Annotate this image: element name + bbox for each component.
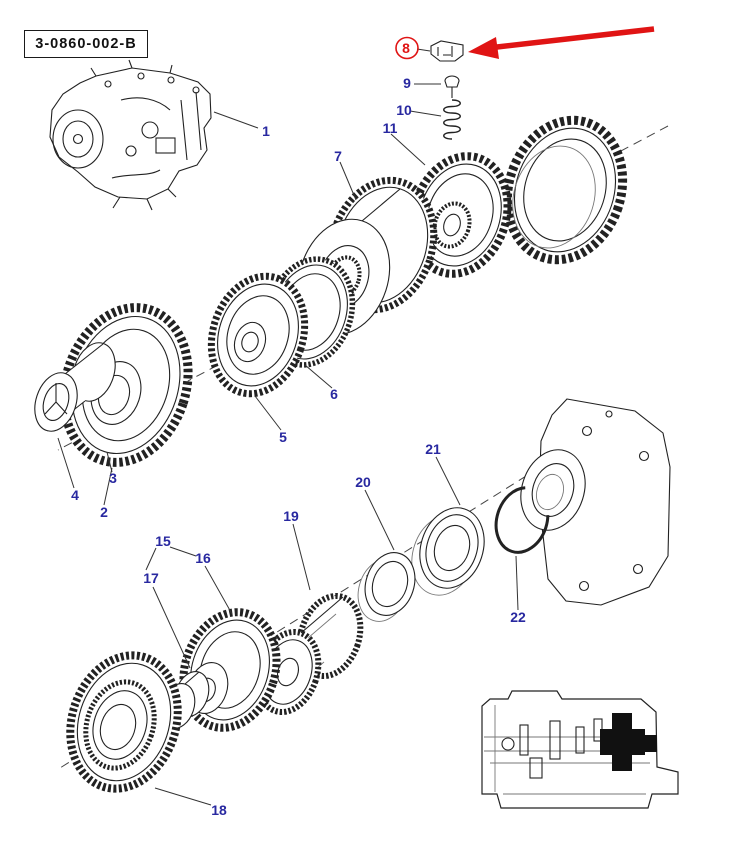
callout-1: 1 <box>262 123 270 139</box>
callout-5: 5 <box>279 429 287 445</box>
callout-19: 19 <box>283 508 299 524</box>
callout-20: 20 <box>355 474 371 490</box>
part-code-box: 3-0860-002-B <box>24 30 148 58</box>
synchro-ring-gear <box>502 115 628 265</box>
bearing-retainer-plate-drawing <box>520 398 671 606</box>
callout-16: 16 <box>195 550 211 566</box>
snap-ring-drawing <box>494 486 550 554</box>
callout-3: 3 <box>109 470 117 486</box>
leader-lines <box>57 48 519 806</box>
callout-15: 15 <box>155 533 171 549</box>
synchro-ring-18-drawing <box>66 651 182 793</box>
detent-clip-drawing <box>430 40 464 62</box>
split-bushing-drawing <box>34 342 116 432</box>
transmission-housing-drawing <box>49 59 212 211</box>
callout-11: 11 <box>382 120 398 136</box>
detent-spring-drawing <box>443 99 461 140</box>
callout-22: 22 <box>510 609 526 625</box>
callout-21: 21 <box>425 441 441 457</box>
gearbox-location-schematic <box>481 690 679 809</box>
bearing-drawing <box>411 507 485 596</box>
callout-4: 4 <box>71 487 79 503</box>
callout-7: 7 <box>334 148 342 164</box>
spacer-ring-drawing <box>357 552 416 622</box>
callout-6: 6 <box>330 386 338 402</box>
highlight-circle <box>395 36 419 60</box>
callout-9: 9 <box>403 75 411 91</box>
callout-8-highlighted: 8 <box>402 40 410 56</box>
gear-5-drawing <box>207 272 309 398</box>
highlight-arrow-icon <box>468 26 655 59</box>
callout-2: 2 <box>100 504 108 520</box>
detent-plunger-drawing <box>444 75 460 98</box>
callout-18: 18 <box>211 802 227 818</box>
callout-17: 17 <box>143 570 159 586</box>
callout-10: 10 <box>396 102 412 118</box>
